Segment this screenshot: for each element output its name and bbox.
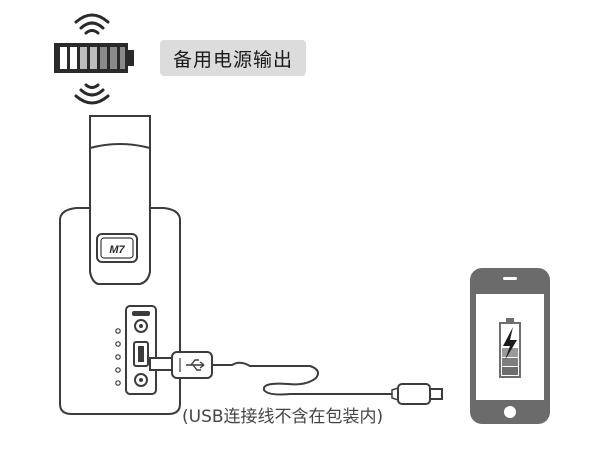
usb-cable: [212, 361, 392, 396]
wifi-signal-icon: [74, 83, 110, 105]
battery-icon: [54, 43, 134, 73]
port-panel: [125, 305, 157, 395]
home-button[interactable]: [504, 406, 516, 418]
backup-power-output-label: 备用电源输出: [160, 40, 306, 76]
usb-plug: [149, 351, 213, 379]
round-port: [134, 319, 148, 333]
lightning-bolt-icon: [503, 327, 517, 360]
round-port: [134, 373, 148, 387]
brand-logo: M7: [109, 244, 125, 256]
cable-caption: (USB连接线不含在包装内): [182, 407, 384, 427]
wifi-signal-icon: [74, 13, 110, 35]
brand-badge: M7: [96, 233, 138, 263]
micro-usb-plug: [391, 383, 443, 405]
charging-battery-icon: [499, 318, 521, 378]
indicator-dots: [115, 328, 121, 386]
usb-icon: [186, 359, 205, 371]
smartphone: [470, 268, 550, 424]
